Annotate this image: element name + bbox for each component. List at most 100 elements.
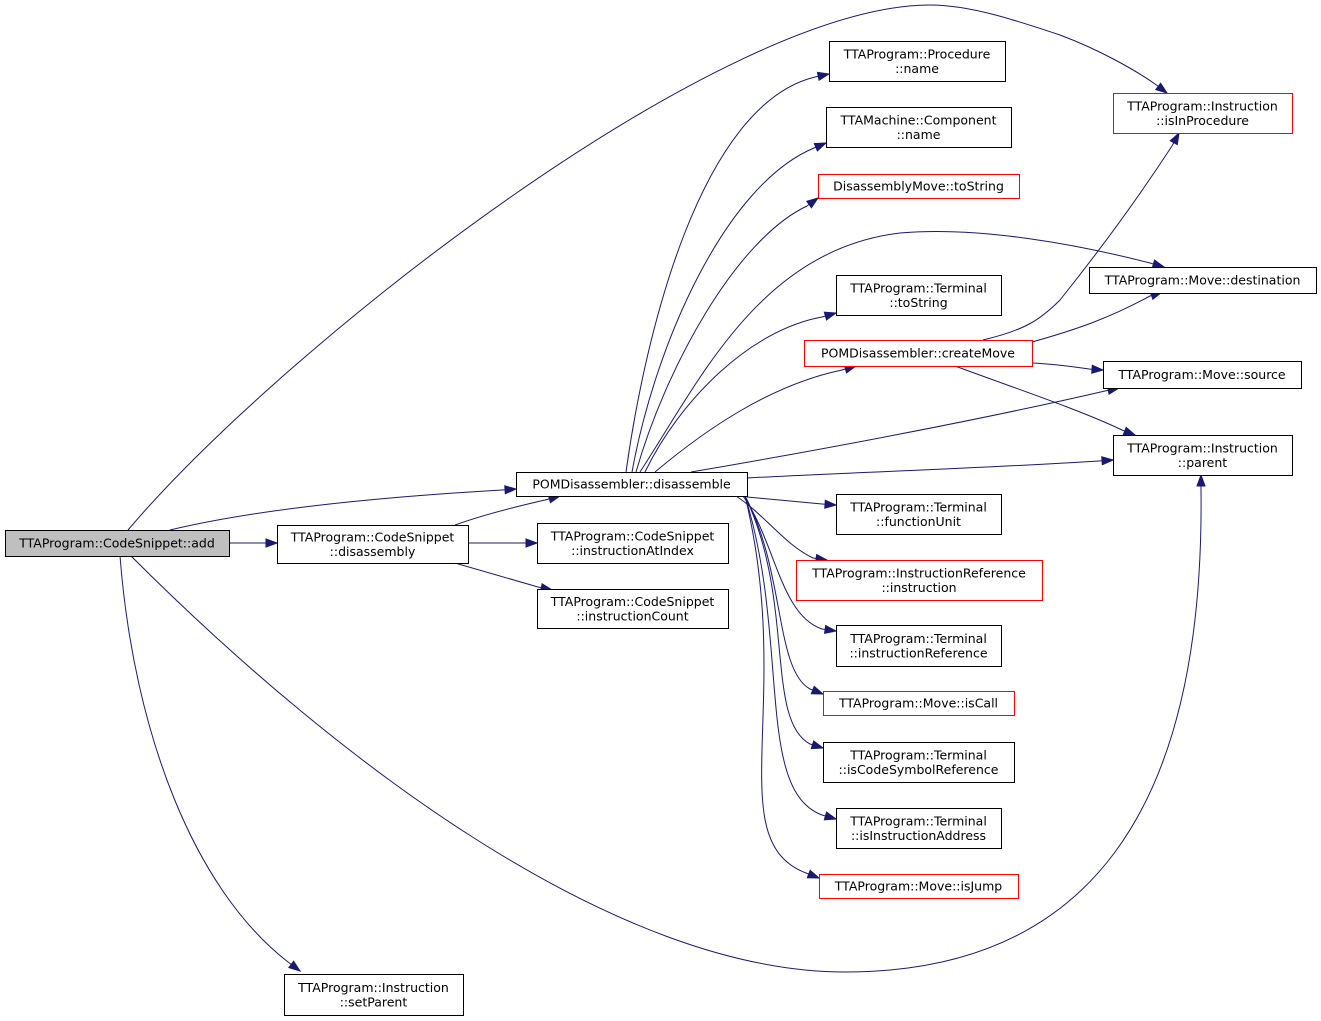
edge-line [169,488,517,531]
node-box[interactable] [836,275,1002,316]
node-box[interactable] [284,974,464,1016]
edge-line [744,495,824,695]
node-procName[interactable]: TTAProgram::Procedure::name [829,41,1006,82]
edge-line [1031,362,1104,371]
node-label: TTAProgram::Terminal [849,499,987,514]
node-box[interactable] [826,107,1012,148]
node-box[interactable] [516,472,748,497]
node-functionUnit[interactable]: TTAProgram::Terminal::functionUnit [836,494,1002,535]
arrowhead-icon [810,740,825,750]
edge-add-to-setParent [119,555,302,972]
node-instructionCount[interactable]: TTAProgram::CodeSnippet::instructionCoun… [537,589,729,629]
edge-line [982,132,1180,341]
arrowhead-icon [816,71,831,82]
node-termInstrRef[interactable]: TTAProgram::Terminal::instructionReferen… [836,625,1002,667]
node-box[interactable] [796,560,1043,601]
node-box[interactable] [537,589,729,629]
node-label: TTAProgram::CodeSnippet [550,528,715,543]
edge-line [454,495,561,526]
node-label: TTAProgram::Move::isCall [838,696,998,711]
edge-disassembly-to-instructionCount [454,562,554,593]
node-label: TTAProgram::Terminal [849,747,987,762]
edge-disassemble-to-isCall [744,495,825,695]
edge-disassemble-to-isCodeSymbolRef [744,495,825,750]
node-box[interactable] [823,742,1015,783]
edge-disassembly-to-instructionAtIndex [468,538,539,548]
edge-line [635,197,819,473]
node-add[interactable]: TTAProgram::CodeSnippet::add [5,530,230,557]
node-label: TTAProgram::CodeSnippet::add [18,536,215,551]
node-box[interactable] [537,523,729,564]
node-box[interactable] [1113,435,1293,476]
edge-line [130,475,1202,973]
node-box[interactable] [836,808,1002,849]
node-label: ::instructionReference [849,645,987,660]
arrowhead-icon [287,960,302,972]
node-box[interactable] [819,874,1019,899]
edge-disassemble-to-termToString [644,311,838,473]
edge-line [744,495,824,749]
arrowhead-icon [1122,426,1137,436]
node-isJump[interactable]: TTAProgram::Move::isJump [819,874,1019,899]
node-label: TTAProgram::Instruction [1126,440,1278,455]
node-box[interactable] [1103,361,1302,389]
node-instructionAtIndex[interactable]: TTAProgram::CodeSnippet::instructionAtIn… [537,523,729,564]
node-disassemble[interactable]: POMDisassembler::disassemble [516,472,748,497]
node-box[interactable] [1113,93,1293,134]
node-compName[interactable]: TTAMachine::Component::name [826,107,1012,148]
edge-line [454,562,553,591]
node-label: POMDisassembler::createMove [821,346,1015,361]
node-destination[interactable]: TTAProgram::Move::destination [1089,267,1317,294]
node-createMove[interactable]: POMDisassembler::createMove [804,340,1033,367]
node-setParent[interactable]: TTAProgram::Instruction::setParent [284,974,464,1016]
node-label: TTAProgram::Terminal [849,280,987,295]
node-label: ::name [895,61,939,76]
node-label: ::setParent [340,994,408,1009]
node-irInstruction[interactable]: TTAProgram::InstructionReference::instru… [796,560,1043,601]
node-dmToString[interactable]: DisassemblyMove::toString [818,174,1020,199]
node-parent[interactable]: TTAProgram::Instruction::parent [1113,435,1293,476]
node-label: TTAProgram::CodeSnippet [290,529,455,544]
node-disassembly[interactable]: TTAProgram::CodeSnippet::disassembly [277,525,469,564]
node-box[interactable] [829,41,1006,82]
edge-add-to-disassemble [169,485,518,531]
node-label: ::parent [1178,455,1227,470]
arrowhead-icon [1101,456,1115,466]
edge-disassemble-to-compName [631,142,828,473]
node-label: ::functionUnit [876,514,961,529]
arrowhead-icon [525,538,539,548]
arrowhead-icon [504,485,518,495]
node-box[interactable] [5,530,230,557]
node-termToString[interactable]: TTAProgram::Terminal::toString [836,275,1002,316]
edge-line [654,365,857,473]
edge-add-to-parent [130,473,1206,973]
node-source[interactable]: TTAProgram::Move::source [1103,361,1302,389]
node-box[interactable] [804,340,1033,367]
node-isInProcedure[interactable]: TTAProgram::Instruction::isInProcedure [1113,93,1293,134]
node-box[interactable] [818,174,1020,199]
node-label: TTAProgram::Terminal [849,631,987,646]
edge-line [631,142,827,473]
edge-add-to-disassembly [229,538,279,548]
arrowhead-icon [1196,473,1206,487]
edge-disassembly-to-disassemble [454,494,562,526]
node-label: ::isInProcedure [1156,113,1249,128]
arrowhead-icon [806,869,821,879]
node-label: TTAProgram::Terminal [849,813,987,828]
node-box[interactable] [836,494,1002,535]
edge-disassemble-to-createMove [654,364,858,473]
edge-disassemble-to-isInstrAddress [744,495,838,821]
node-label: TTAProgram::CodeSnippet [550,594,715,609]
node-isCodeSymbolRef[interactable]: TTAProgram::Terminal::isCodeSymbolRefere… [823,742,1015,783]
node-box[interactable] [1089,267,1317,294]
node-box[interactable] [823,691,1015,716]
node-isInstrAddress[interactable]: TTAProgram::Terminal::isInstructionAddre… [836,808,1002,849]
node-box[interactable] [277,525,469,564]
edge-line [127,4,1168,531]
node-box[interactable] [836,625,1002,667]
arrowhead-icon [823,624,838,635]
edge-line [746,496,837,506]
node-label: ::isCodeSymbolReference [839,762,999,777]
node-isCall[interactable]: TTAProgram::Move::isCall [823,691,1015,716]
node-label: ::toString [889,295,947,310]
